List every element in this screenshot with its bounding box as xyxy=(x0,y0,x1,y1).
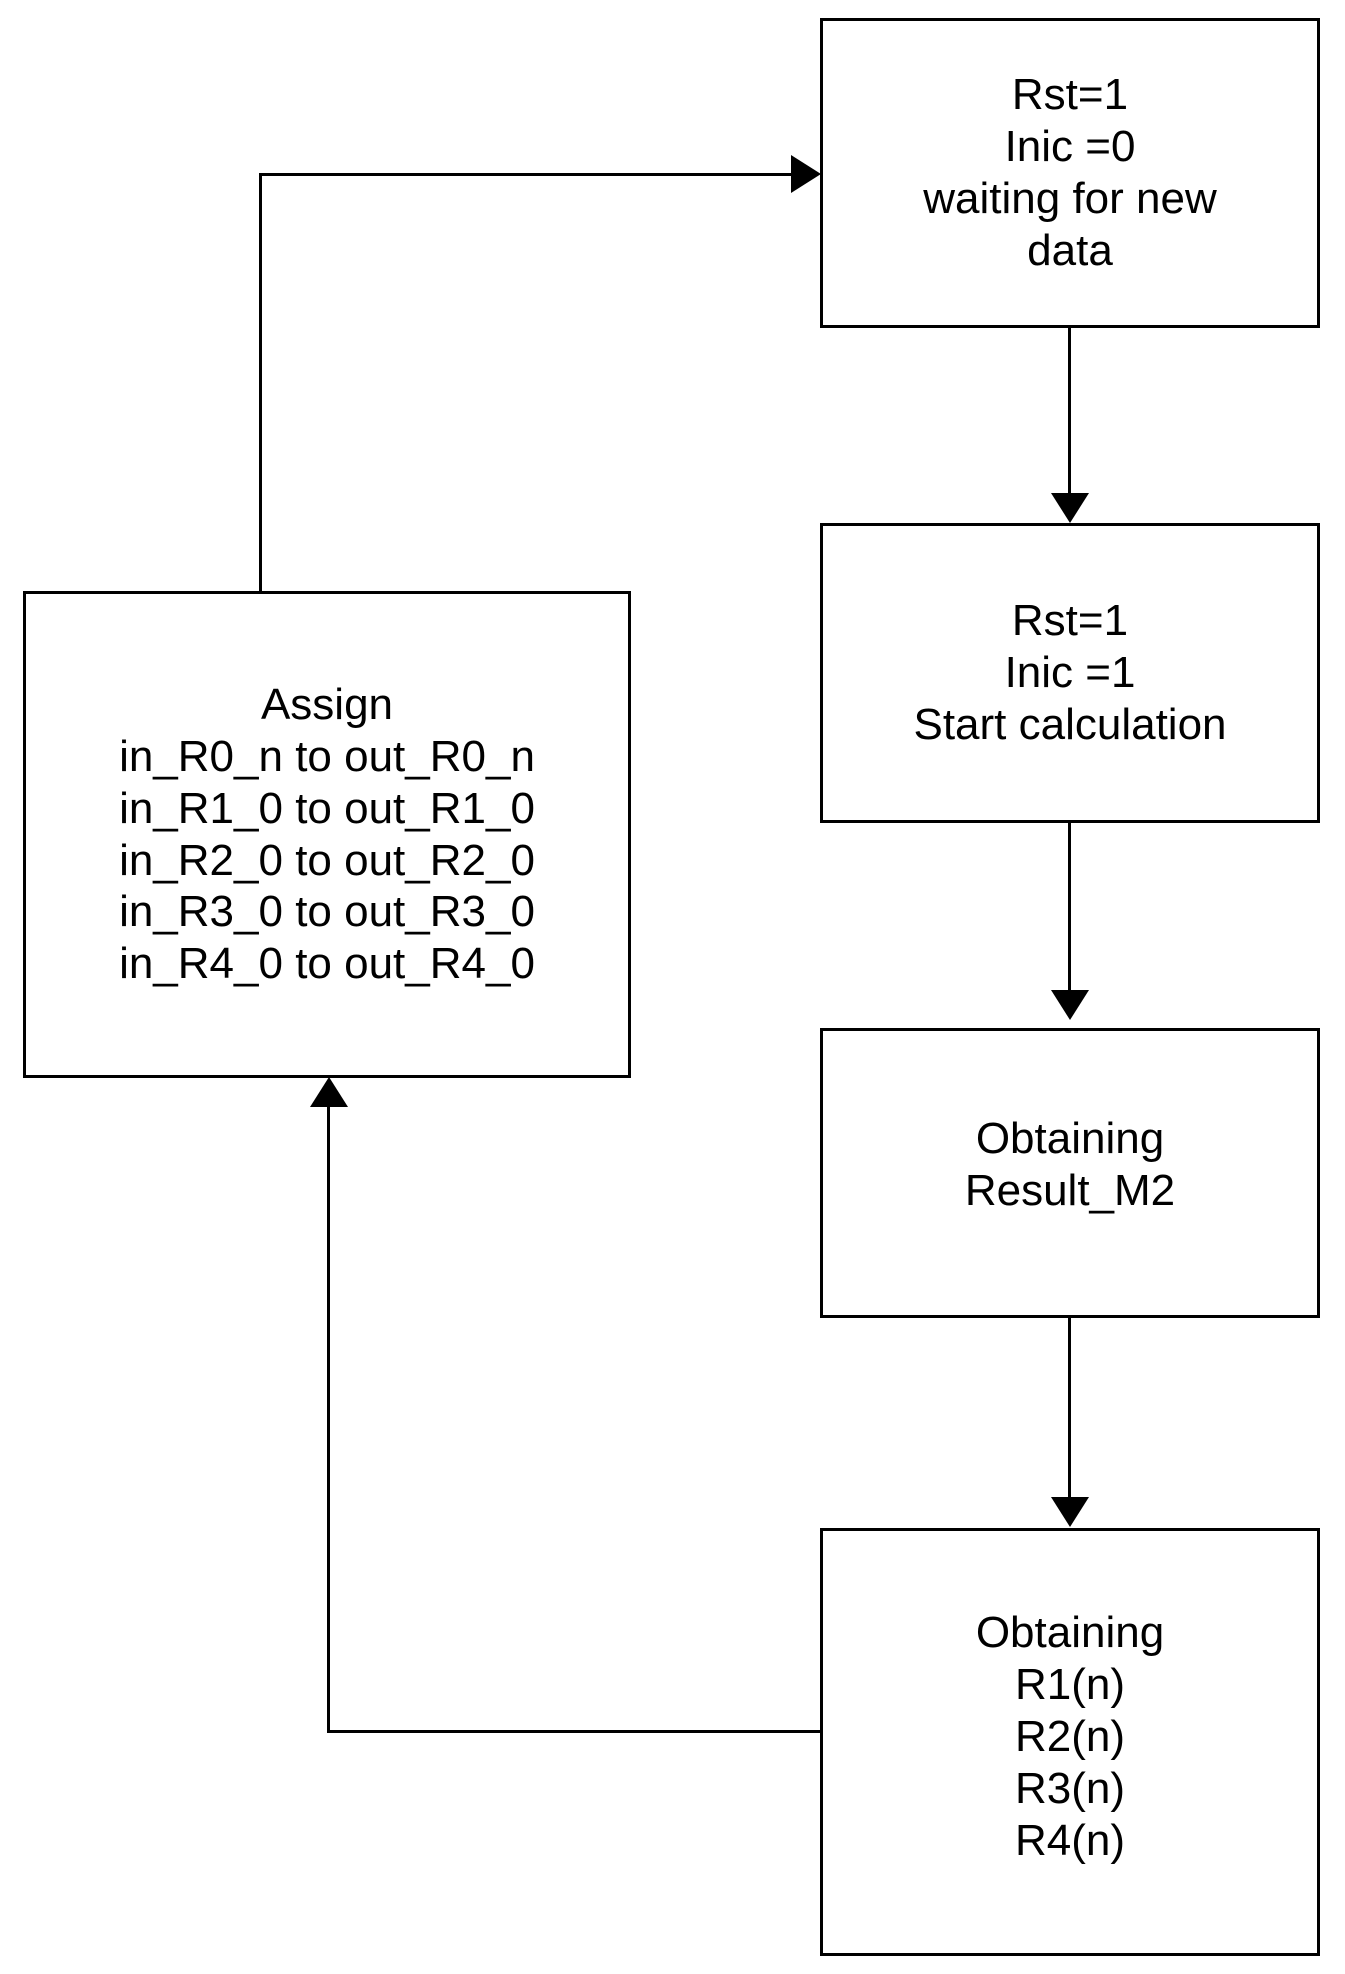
node-start-line-2: Inic =1 xyxy=(1004,648,1136,698)
node-assign-line-5: in_R3_0 to out_R3_0 xyxy=(119,887,535,937)
node-obtain-r-line-5: R4(n) xyxy=(1014,1815,1125,1865)
node-start-line-3: Start calculation xyxy=(913,699,1227,749)
node-obtain-r-line-2: R1(n) xyxy=(1014,1660,1125,1710)
node-result-m2-line-1: Obtaining xyxy=(975,1114,1165,1164)
arrow-down-icon xyxy=(1051,1497,1089,1527)
node-assign-line-6: in_R4_0 to out_R4_0 xyxy=(119,939,535,989)
edge-line xyxy=(1068,823,1071,993)
edge-line-horizontal xyxy=(259,173,794,176)
edge-line-vertical xyxy=(259,173,262,593)
edge-line-horizontal xyxy=(327,1730,822,1733)
node-assign-line-4: in_R2_0 to out_R2_0 xyxy=(119,835,535,885)
edge-line-vertical xyxy=(327,1106,330,1732)
node-wait-line-3: waiting for new xyxy=(923,174,1217,223)
node-start-line-1: Rst=1 xyxy=(1011,596,1129,646)
arrow-right-icon xyxy=(791,155,821,193)
node-wait-line-1: Rst=1 xyxy=(1011,70,1129,120)
node-obtain-r-line-3: R2(n) xyxy=(1014,1712,1125,1762)
node-assign-block[interactable]: Assign in_R0_n to out_R0_n in_R1_0 to ou… xyxy=(23,591,631,1078)
edge-line xyxy=(1068,328,1071,496)
arrow-down-icon xyxy=(1051,493,1089,523)
node-obtain-r-line-4: R3(n) xyxy=(1014,1763,1125,1813)
node-wait-line-2: Inic =0 xyxy=(1004,122,1136,172)
arrow-down-icon xyxy=(1051,990,1089,1020)
node-wait-line-4: data xyxy=(1027,225,1113,275)
node-waiting-for-new-data[interactable]: Rst=1 Inic =0 waiting for new data xyxy=(820,18,1320,328)
arrow-up-icon xyxy=(310,1077,348,1107)
node-assign-line-2: in_R0_n to out_R0_n xyxy=(119,731,535,781)
node-obtaining-result-m2[interactable]: Obtaining Result_M2 xyxy=(820,1028,1320,1318)
node-result-m2-text: Obtaining Result_M2 xyxy=(965,1113,1175,1217)
node-obtaining-r1-r4[interactable]: Obtaining R1(n) R2(n) R3(n) R4(n) xyxy=(820,1528,1320,1956)
node-obtain-r-line-1: Obtaining xyxy=(975,1608,1165,1658)
node-assign-line-1: Assign xyxy=(260,679,394,729)
node-obtain-r-text: Obtaining R1(n) R2(n) R3(n) R4(n) xyxy=(976,1607,1164,1867)
node-assign-line-3: in_R1_0 to out_R1_0 xyxy=(119,783,535,833)
node-start-calculation[interactable]: Rst=1 Inic =1 Start calculation xyxy=(820,523,1320,823)
edge-line xyxy=(1068,1318,1071,1500)
node-result-m2-line-2: Result_M2 xyxy=(964,1166,1176,1215)
